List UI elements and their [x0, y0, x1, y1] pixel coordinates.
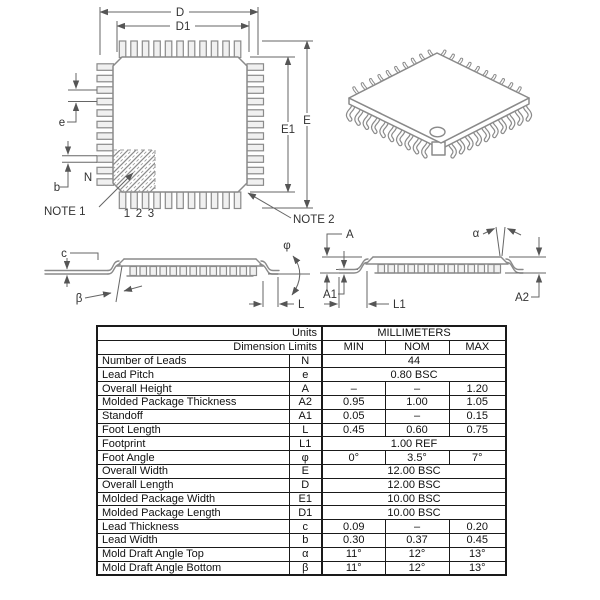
- dim-phi: φ: [283, 240, 301, 296]
- table-header-limits: Dimension Limits MIN NOM MAX: [96, 339, 507, 355]
- dim-label-beta: β: [76, 293, 83, 305]
- pin1-index-hatch: [113, 149, 156, 192]
- side-view-left: c β φ L: [44, 240, 310, 311]
- dim-label-c: c: [61, 248, 67, 260]
- dimension-table: Units MILLIMETERS Dimension Limits MIN N…: [96, 325, 508, 577]
- col-max: MAX: [448, 339, 507, 355]
- dim-label-e: E: [303, 115, 311, 127]
- pin1-dimple: [429, 126, 446, 138]
- dim-label-d: D: [176, 7, 184, 19]
- package-drawing: D D1 E E1: [44, 6, 546, 311]
- note2-label: NOTE 2: [293, 214, 335, 226]
- dim-label-a2: A2: [515, 292, 529, 304]
- dim-label-pitch: e: [59, 117, 65, 129]
- dim-A2: A2: [515, 237, 543, 304]
- dim-A1: A1: [323, 251, 348, 301]
- dim-b: b: [54, 141, 97, 194]
- dim-beta: β: [76, 265, 143, 305]
- dim-alpha: α: [473, 226, 522, 257]
- dim-D1: D1: [116, 20, 250, 52]
- units-value: MILLIMETERS: [321, 325, 507, 341]
- dim-c: c: [61, 248, 99, 287]
- pin2-label: 2: [136, 208, 142, 220]
- note2-callout: NOTE 2: [247, 192, 335, 226]
- dim-E: E: [262, 40, 314, 209]
- package-body: [112, 56, 248, 193]
- iso-view: [348, 49, 530, 156]
- dim-label-d1: D1: [176, 21, 191, 33]
- side-left-leads: [129, 265, 258, 277]
- dim-pitch-e: e: [59, 73, 97, 129]
- dim-E1: E1: [250, 56, 298, 193]
- pin3-label: 3: [148, 208, 154, 220]
- iso-top-face: [348, 52, 530, 144]
- dim-label-b: b: [54, 182, 60, 194]
- note1-label: NOTE 1: [44, 206, 86, 218]
- dim-L: L: [249, 277, 305, 311]
- dim-label-a: A: [346, 229, 354, 241]
- dim-label-phi: φ: [283, 240, 290, 252]
- note1-callout: NOTE 1: [44, 172, 134, 218]
- side-right-leads: [377, 263, 502, 274]
- dim-D: D: [99, 6, 259, 55]
- limits-label: Dimension Limits: [96, 339, 323, 355]
- iso-corner-chamfer: [431, 141, 446, 156]
- dim-label-l: L: [298, 299, 305, 311]
- dim-label-l1: L1: [393, 299, 406, 311]
- dim-A: A: [322, 229, 362, 290]
- top-view: D D1 E E1: [44, 6, 335, 226]
- col-min: MIN: [321, 339, 386, 355]
- dim-label-a1: A1: [323, 289, 337, 301]
- dim-label-e1: E1: [281, 124, 295, 136]
- side-view-right: A A1 L1 α A2: [320, 226, 546, 311]
- dim-label-alpha: α: [473, 228, 480, 240]
- col-nom: NOM: [384, 339, 450, 355]
- dim-L1: L1: [324, 271, 406, 311]
- units-label: Units: [96, 325, 323, 341]
- pin-n-label: N: [84, 172, 92, 184]
- pin1-label: 1: [124, 208, 130, 220]
- table-header-units: Units MILLIMETERS: [96, 325, 507, 341]
